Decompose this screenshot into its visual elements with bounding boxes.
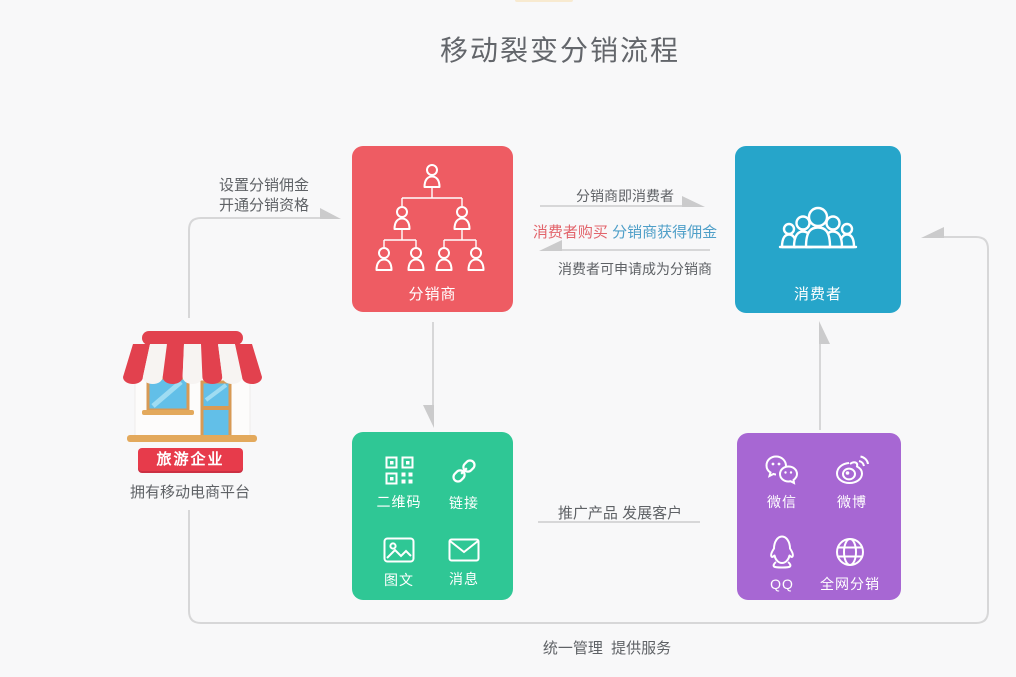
edge-store-bottom-loop <box>188 236 989 624</box>
tool-image: 图文 <box>363 536 435 590</box>
crowd-icon <box>778 206 858 249</box>
arrowhead-left-2 <box>921 227 944 238</box>
channel-weibo: 微博 <box>816 455 888 512</box>
page-title: 移动裂变分销流程 <box>439 35 680 66</box>
qq-icon <box>770 535 794 569</box>
globe-icon <box>836 538 864 566</box>
qrcode-icon <box>385 456 413 485</box>
wechat-icon <box>765 455 799 485</box>
top-decoration <box>515 0 573 2</box>
tool-message: 消息 <box>428 536 500 589</box>
tool-link: 链接 <box>428 456 500 513</box>
arrowhead-down-1 <box>423 405 434 428</box>
tool-qrcode: 二维码 <box>363 456 435 512</box>
apply-label: 消费者可申请成为分销商 <box>558 261 712 277</box>
store-badge[interactable]: 旅游企业 <box>138 448 243 471</box>
consumer-label: 消费者 <box>793 286 842 303</box>
setup-label: 设置分销佣金 开通分销资格 <box>218 177 309 214</box>
buy-label-blue: 分销商获得佣金 <box>612 224 718 241</box>
storefront-illustration <box>123 331 262 442</box>
channel-wechat: 微信 <box>746 455 818 512</box>
buy-label: 消费者购买 分销商获得佣金 <box>520 221 730 242</box>
buy-label-red: 消费者购买 <box>532 224 608 241</box>
channel-network: 全网分销 <box>814 535 886 594</box>
channel-qq: QQ <box>746 535 818 592</box>
image-icon <box>383 537 415 563</box>
edge-store-to-distributor <box>188 217 332 318</box>
store-caption: 拥有移动电商平台 <box>129 484 250 501</box>
tools-box[interactable]: 二维码 链接 图文 消息 <box>352 432 513 600</box>
consumer-box[interactable]: 消费者 <box>735 146 901 313</box>
arrowhead-left-1 <box>539 240 562 251</box>
dist-is-consumer-label: 分销商即消费者 <box>576 188 674 204</box>
arrowhead-up-1 <box>819 321 830 344</box>
org-chart-icon <box>375 164 485 271</box>
distributor-label: 分销商 <box>408 286 457 303</box>
manage-label: 统一管理 提供服务 <box>542 640 672 657</box>
link-icon <box>452 459 476 483</box>
weibo-icon <box>835 455 869 485</box>
distributor-box[interactable]: 分销商 <box>352 146 513 312</box>
promote-label: 推广产品 发展客户 <box>557 505 683 522</box>
arrowhead-right-1 <box>320 208 341 219</box>
channels-box[interactable]: 微信 微博 QQ 全 <box>737 433 901 600</box>
arrowhead-right-2 <box>682 196 705 207</box>
message-icon <box>448 538 480 562</box>
